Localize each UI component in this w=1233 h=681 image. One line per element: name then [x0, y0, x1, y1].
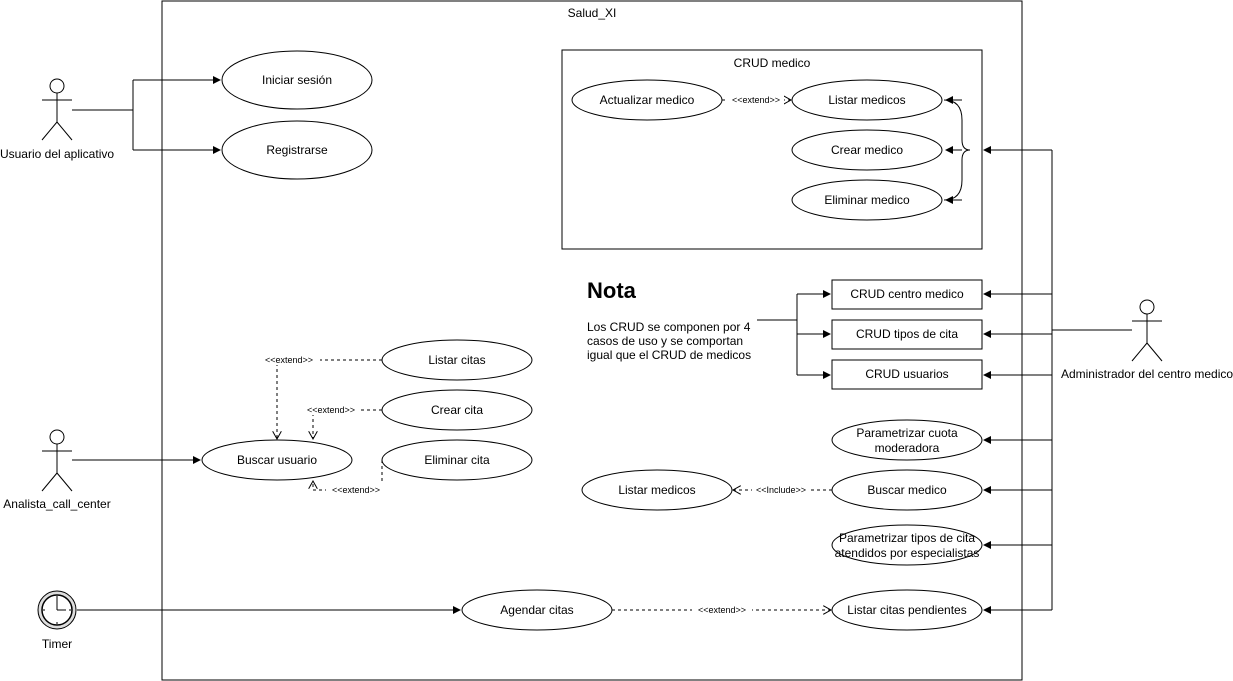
usecase-listar-medicos-label: Listar medicos: [828, 93, 905, 107]
include-label-bg: [752, 484, 810, 495]
usecase-eliminar-medico: [791, 179, 943, 221]
extend-label-bg-1: [258, 354, 320, 365]
note-line-2: casos de uso y se comportan: [587, 334, 743, 348]
usecase-crear-medico: [791, 129, 943, 171]
crud-medico-brace: [943, 96, 971, 204]
crud-centro-box: [831, 279, 983, 310]
usecase-listar-citas-pendientes: [831, 589, 983, 631]
usecase-eliminar-cita-label: Eliminar cita: [424, 453, 490, 467]
crud-centro-label: CRUD centro medico: [850, 287, 964, 301]
crud-usuarios-box: [831, 359, 983, 390]
usecase-eliminar-medico-label: Eliminar medico: [824, 193, 910, 207]
usecase-agendar-citas-label: Agendar citas: [500, 603, 573, 617]
actor-timer-label: Timer: [42, 637, 72, 651]
usecase-listar-citas-label: Listar citas: [428, 353, 485, 367]
usecase-parametrizar-cuota: [831, 419, 983, 461]
usecase-listar-medicos-2-label: Listar medicos: [618, 483, 695, 497]
usecase-parametrizar-tipos: [831, 524, 983, 566]
crud-tipos-label: CRUD tipos de cita: [856, 327, 958, 341]
extend-label-bg-2: [302, 404, 360, 415]
usecase-parametrizar-cuota-label-2: moderadora: [875, 441, 940, 455]
extend-label-eliminar-cita: <<extend>>: [332, 485, 380, 495]
actor-usuario-icon: [41, 78, 73, 141]
admin-associations: [983, 146, 1132, 614]
crud-tipos-box: [831, 319, 983, 350]
usecase-iniciar-sesion: [221, 50, 373, 110]
extend-label-bg-4: [692, 604, 752, 615]
usecase-actualizar-medico-label: Actualizar medico: [600, 93, 695, 107]
usecase-parametrizar-tipos-label-2: atendidos por especialistas: [835, 546, 980, 560]
actor-analista-icon: [41, 429, 73, 492]
extend-label-actualizar: <<extend>>: [732, 95, 780, 105]
actor-admin-icon: [1131, 299, 1163, 362]
extend-eliminar-cita: [313, 460, 383, 491]
extend-label-bg-3: [326, 484, 386, 495]
usuario-associations: [72, 76, 221, 154]
note-line-3: igual que el CRUD de medicos: [587, 348, 751, 362]
actor-analista-label: Analista_call_center: [3, 497, 110, 511]
note-title: Nota: [587, 278, 637, 303]
actor-admin-label: Administrador del centro medico: [1061, 367, 1233, 381]
usecase-listar-medicos: [791, 79, 943, 121]
crud-usuarios-label: CRUD usuarios: [865, 367, 948, 381]
actor-usuario-label: Usuario del aplicativo: [0, 147, 114, 161]
extend-label-bg: [728, 94, 784, 105]
include-label: <<Include>>: [756, 485, 806, 495]
note-bracket: [757, 290, 831, 379]
timer-clock-icon: [37, 590, 77, 630]
usecase-buscar-medico-label: Buscar medico: [867, 483, 947, 497]
usecase-registrarse-label: Registrarse: [266, 143, 328, 157]
usecase-parametrizar-tipos-label-1: Parametrizar tipos de cita: [839, 531, 975, 545]
usecase-crear-cita-label: Crear cita: [431, 403, 483, 417]
usecase-crear-medico-label: Crear medico: [831, 143, 903, 157]
usecase-parametrizar-cuota-label-1: Parametrizar cuota: [856, 426, 958, 440]
usecase-buscar-usuario-label: Buscar usuario: [237, 453, 317, 467]
usecase-listar-citas-pendientes-label: Listar citas pendientes: [847, 603, 966, 617]
usecase-registrarse: [221, 120, 373, 180]
usecase-buscar-usuario: [201, 439, 353, 481]
note-line-1: Los CRUD se componen por 4: [587, 320, 751, 334]
usecase-iniciar-sesion-label: Iniciar sesión: [262, 73, 332, 87]
extend-label-agendar: <<extend>>: [698, 605, 746, 615]
crud-medico-title: CRUD medico: [734, 56, 811, 70]
extend-label-listar-citas: <<extend>>: [265, 355, 313, 365]
system-title: Salud_XI: [568, 6, 617, 20]
extend-label-crear-cita: <<extend>>: [307, 405, 355, 415]
